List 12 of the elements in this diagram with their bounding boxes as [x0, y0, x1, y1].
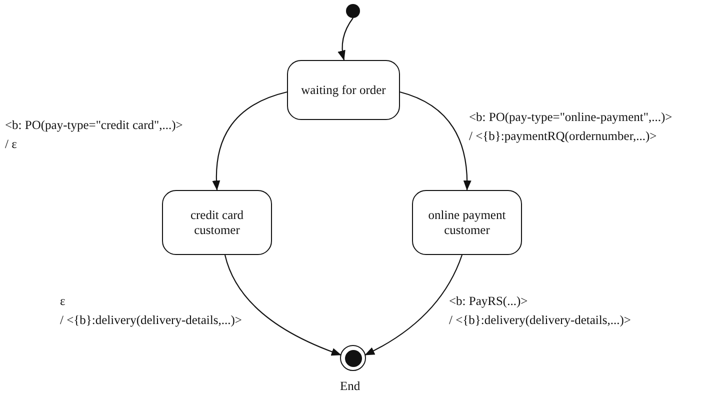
final-state-icon — [340, 345, 366, 371]
state-box: waiting for order — [287, 60, 400, 120]
transition-arrow — [338, 18, 354, 60]
state-caption: End — [340, 379, 360, 394]
initial-state-icon — [346, 4, 360, 18]
state-box: credit card customer — [162, 190, 272, 255]
transition-arrow — [224, 254, 342, 356]
state-box: online payment customer — [412, 190, 522, 255]
transition-arrow — [364, 254, 463, 356]
edge-label: ε / <{b}:delivery(delivery-details,...)> — [60, 292, 242, 330]
transition-arrow — [212, 91, 288, 190]
transition-arrow — [400, 91, 471, 190]
